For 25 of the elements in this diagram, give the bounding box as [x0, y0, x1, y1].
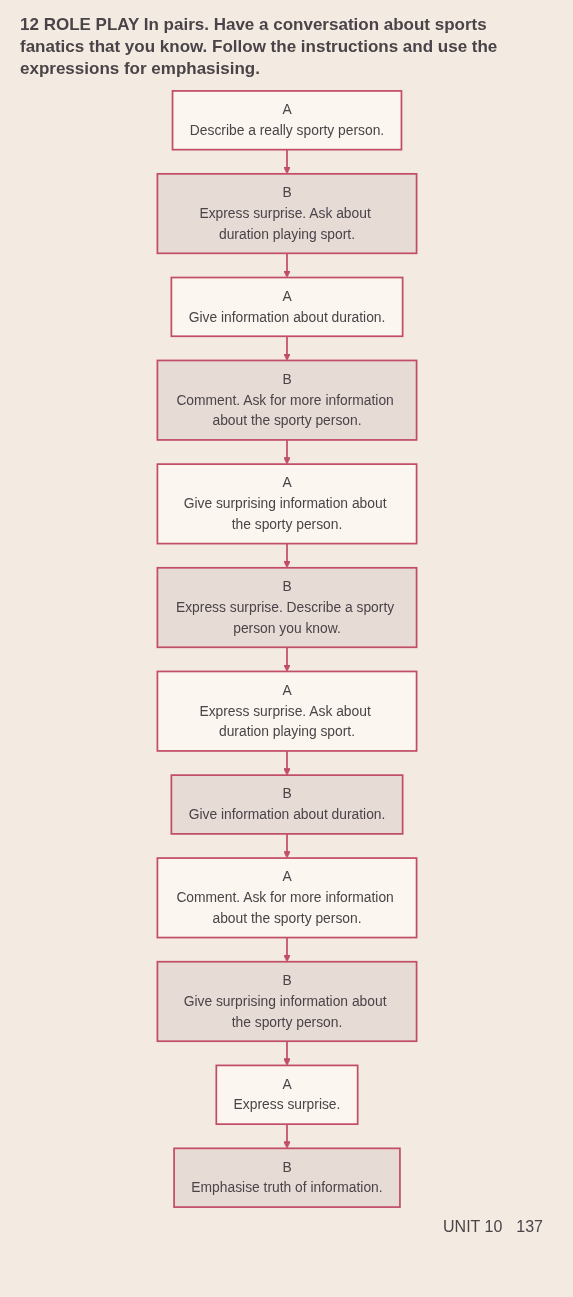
node-box: A Express surprise. Ask about duration playing sport.	[156, 670, 417, 753]
node-box: A Comment. Ask for more information about the sporty person.	[156, 857, 417, 939]
node-box: A Give information about duration.	[170, 276, 403, 338]
node-box: A Describe a really sporty person.	[171, 90, 402, 151]
arrow	[282, 936, 291, 963]
arrow	[282, 149, 291, 175]
arrow	[282, 335, 291, 362]
arrow	[282, 833, 291, 859]
arrow	[282, 750, 291, 776]
node-box: B Comment. Ask for more information about the sporty person.	[156, 359, 417, 442]
arrow	[282, 543, 291, 569]
node-box: A Express surprise.	[214, 1064, 359, 1126]
node-box: B Give information about duration.	[170, 774, 403, 836]
arrow	[282, 252, 291, 279]
page-footer-text: 137	[516, 1218, 543, 1236]
node-box: B Express surprise. Describe a sporty person you know.	[156, 567, 417, 649]
node-box: B Express surprise. Ask about duration playing sport.	[156, 173, 417, 255]
arrow	[282, 439, 291, 465]
arrow	[282, 1040, 291, 1067]
node-box: B Emphasise truth of information.	[172, 1147, 401, 1209]
node-box: A Give surprising information about the sporty person.	[156, 463, 417, 545]
arrow	[282, 1123, 291, 1149]
instruction-heading: 12 ROLE PLAY In pairs. Have a conversation about sports fanatics that you know. Follow the instructions and use the expressions for emphasising.	[19, 14, 499, 81]
node-box: B Give surprising information about the sporty person.	[156, 961, 417, 1043]
page-footer-text: UNIT 10	[443, 1218, 503, 1236]
